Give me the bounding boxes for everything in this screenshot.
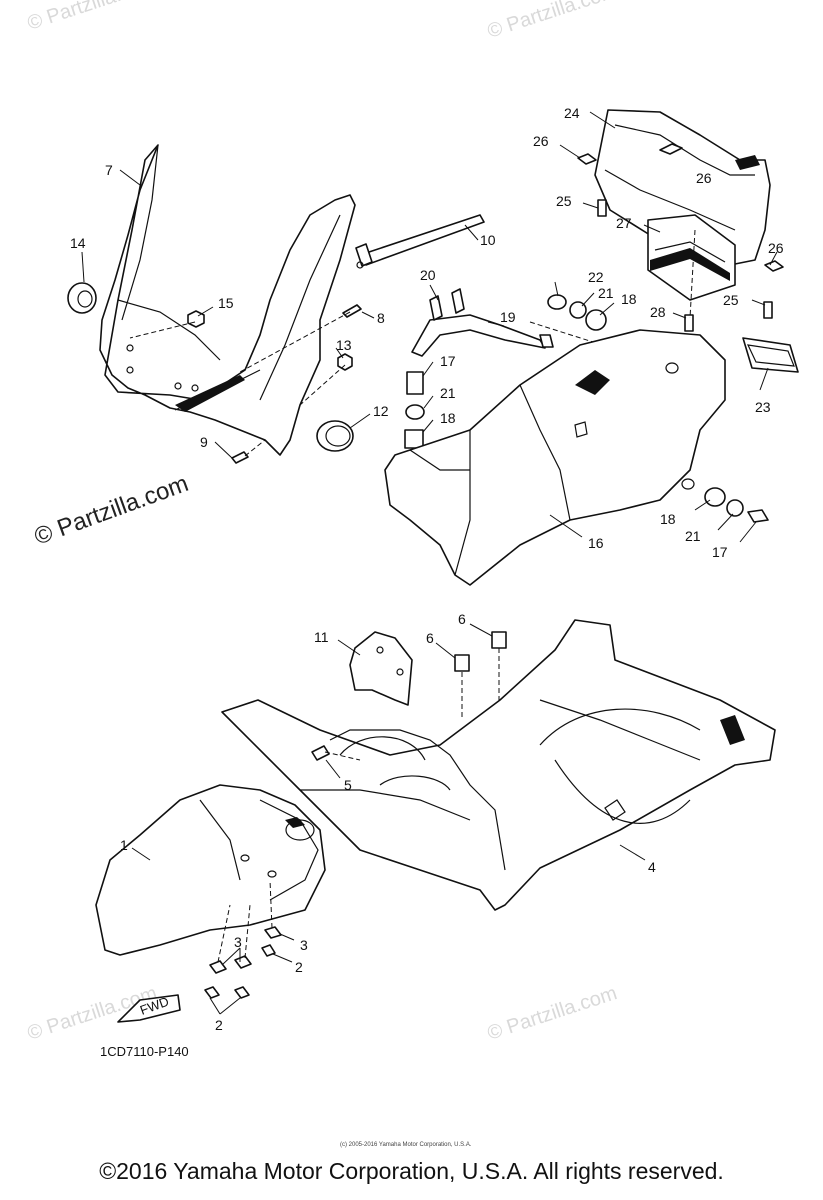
fwd-arrow: FWD [117,994,181,1023]
watermark-top-left: © Partzilla.com [25,0,160,35]
callout-3b: 3 [300,937,308,953]
small-copyright: (c) 2005-2016 Yamaha Motor Corporation, … [340,1142,472,1148]
callout-13: 13 [336,337,352,353]
part-8-screw [342,304,362,318]
callout-19: 19 [500,309,516,325]
callout-2b: 2 [215,1017,223,1033]
part-13-nut [337,353,353,371]
bushings-left [404,371,425,449]
footer-copyright: ©2016 Yamaha Motor Corporation, U.S.A. A… [99,1158,724,1184]
callout-22: 22 [588,269,604,285]
callout-24: 24 [564,105,580,121]
watermark-bottom-right: © Partzilla.com [485,982,620,1045]
part-23-plate [742,337,799,373]
callout-27: 27 [616,215,632,231]
fasteners-rear-panel [577,153,784,332]
bushings-right [704,487,769,523]
callout-5: 5 [344,777,352,793]
part-11-bracket [349,631,413,706]
callout-17a: 17 [440,353,456,369]
callout-18b: 18 [440,410,456,426]
callout-14: 14 [70,235,86,251]
part-5-bolt [311,745,361,761]
callout-17b: 17 [712,544,728,560]
callout-21b: 21 [440,385,456,401]
callout-8: 8 [377,310,385,326]
callout-12: 12 [373,403,389,419]
part-6-clips [454,631,507,720]
part-10-cable-tie [355,214,485,269]
part-9-screw [231,451,249,464]
callout-2a: 2 [295,959,303,975]
callout-26a: 26 [533,133,549,149]
callout-20: 20 [420,267,436,283]
bushings-upper [547,294,607,331]
part-24-panel [594,109,771,266]
callout-15: 15 [218,295,234,311]
callout-6a: 6 [426,630,434,646]
part-7-front-cowl [99,144,356,456]
callout-25a: 25 [556,193,572,209]
callout-3a: 3 [234,934,242,950]
callout-25b: 25 [723,292,739,308]
fasteners-front-fender [204,879,282,999]
callout-26c: 26 [768,240,784,256]
callout-6b: 6 [458,611,466,627]
callouts: 7 14 15 8 13 12 9 10 20 19 24 26 26 26 2… [70,105,784,1033]
part-12-reflector [316,420,354,452]
callout-21a: 21 [598,285,614,301]
part-14-reflector [67,282,97,314]
callout-18a: 18 [621,291,637,307]
callout-18c: 18 [660,511,676,527]
part-27-cover [647,214,736,301]
part-4-floorboard [221,619,776,911]
part-16-rear-fender [384,329,726,586]
callout-10: 10 [480,232,496,248]
callout-21c: 21 [685,528,701,544]
callout-9: 9 [200,434,208,450]
callout-23: 23 [755,399,771,415]
callout-26b: 26 [696,170,712,186]
callout-1: 1 [120,837,128,853]
watermark-top-right: © Partzilla.com [485,0,620,43]
callout-28: 28 [650,304,666,320]
diagram-code: 1CD7110-P140 [100,1044,189,1059]
callout-11: 11 [314,629,329,645]
part-1-front-fender [95,784,326,956]
watermark-main: © Partzilla.com [31,470,192,551]
callout-16: 16 [588,535,604,551]
callout-7: 7 [105,162,113,178]
callout-4: 4 [648,859,656,875]
leader-lines [81,111,778,1015]
